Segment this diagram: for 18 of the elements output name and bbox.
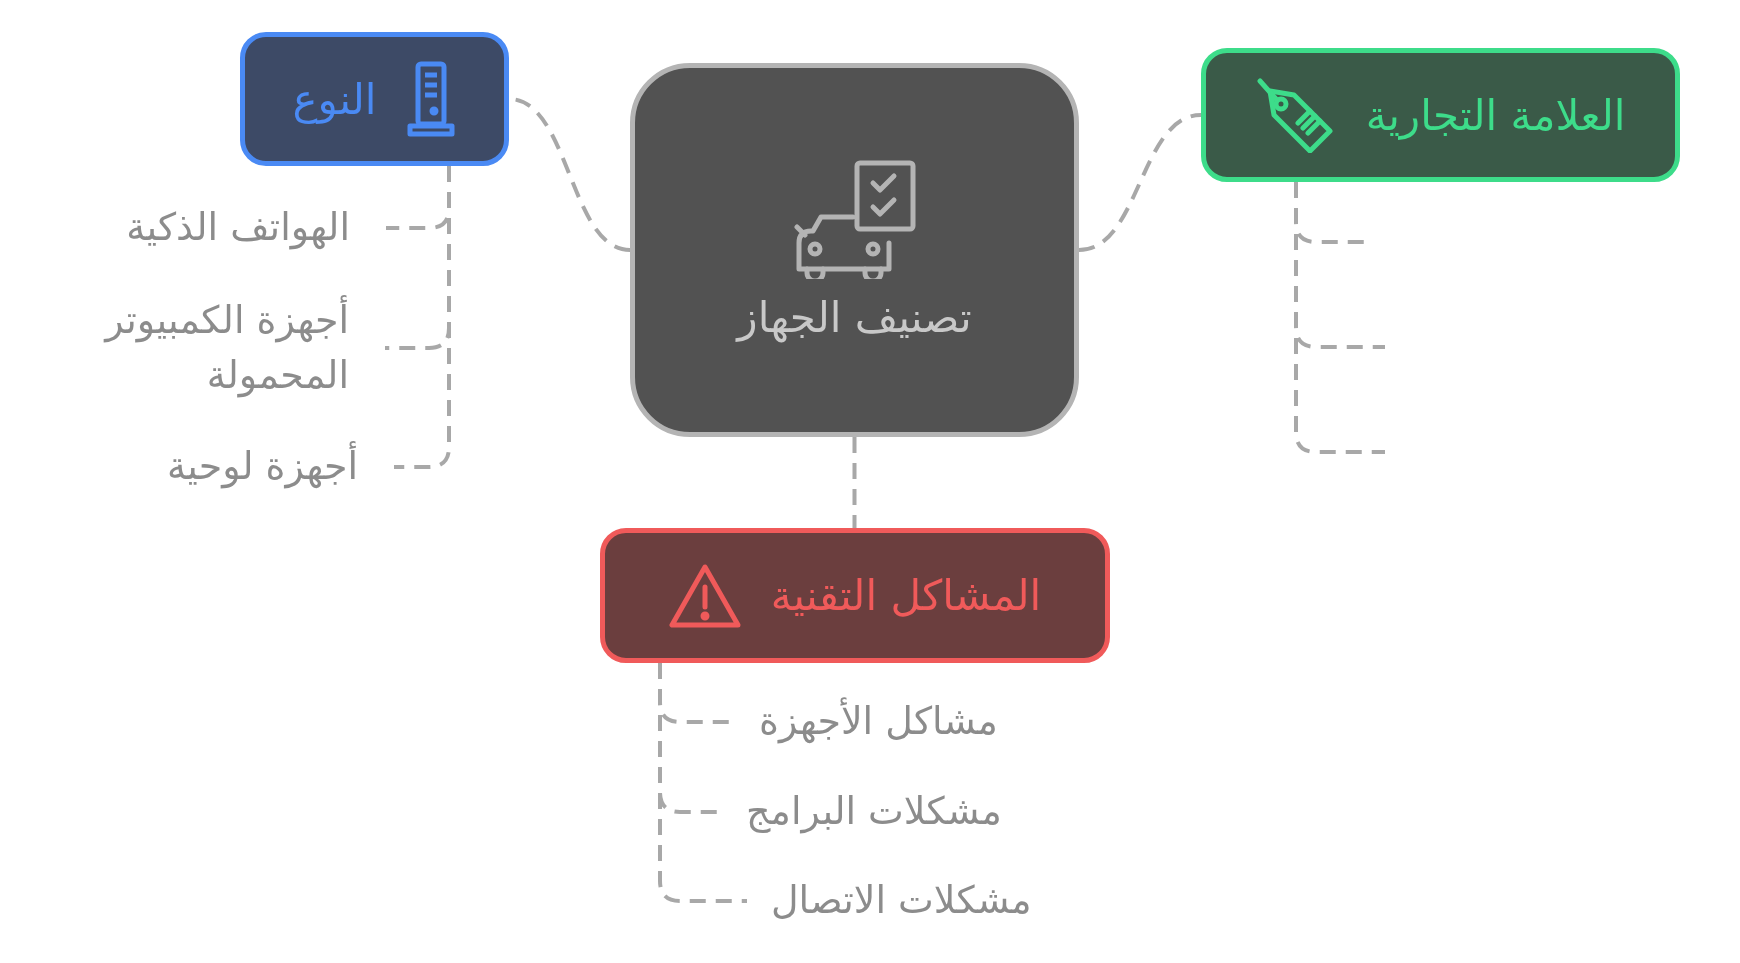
node-title: تصنيف الجهاز [737, 292, 972, 342]
leaf-label: مشكلات الاتصال [747, 873, 1167, 929]
category-box [1201, 48, 1680, 182]
node-title: النوع [292, 74, 377, 124]
connector [852, 437, 857, 528]
connector [1078, 113, 1202, 252]
category-box [600, 528, 1110, 663]
node-title: العلامة التجارية [1365, 90, 1626, 140]
leaf-label: مشكلات البرامج [722, 784, 1142, 840]
leaf-label: الهواتف الذكية [60, 200, 386, 256]
connector [1294, 182, 1385, 454]
leaf-label: أجهزة لوحية [60, 439, 394, 495]
node-title: المشاكل التقنية [770, 571, 1042, 620]
leaf-label: مشاكل الأجهزة [735, 694, 1135, 750]
leaf-label: أجهزة الكمبيوتر المحمولة [20, 290, 385, 406]
category-box [630, 63, 1079, 437]
connector [394, 166, 451, 469]
category-box [240, 32, 509, 166]
